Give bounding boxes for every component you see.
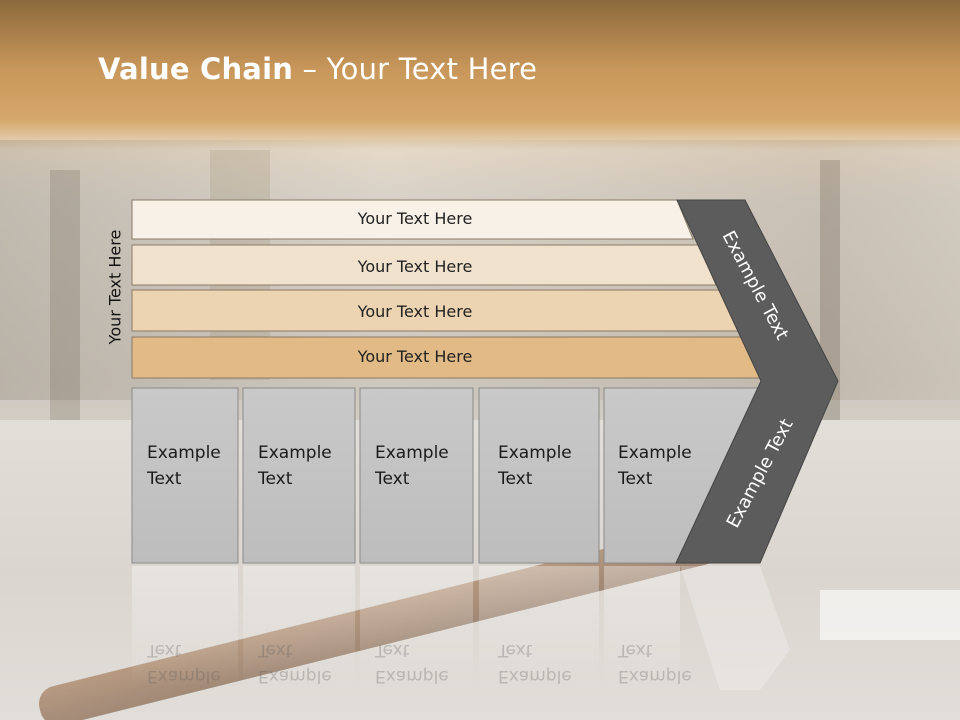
box-reflection — [479, 566, 599, 686]
box-text-4: Example Text — [483, 388, 599, 563]
box-text-line: Text — [375, 469, 410, 489]
row-label-3: Your Text Here — [357, 302, 473, 321]
box-text-line: Example — [618, 666, 692, 686]
row-label-1: Your Text Here — [357, 209, 473, 228]
activity-box-3 — [359, 387, 474, 564]
box-text-reflection: Example Text — [603, 566, 723, 686]
box-text-line: Example — [258, 666, 332, 686]
box-text-line: Text — [498, 469, 533, 489]
box-text-line: Text — [147, 640, 182, 660]
box-text-line: Example — [375, 666, 449, 686]
box-reflection — [132, 566, 238, 686]
chevron-arrow — [675, 199, 839, 564]
box-text-3: Example Text — [360, 388, 473, 563]
box-text-reflection: Example Text — [360, 566, 473, 686]
activity-box-2 — [242, 387, 356, 564]
box-text-2: Example Text — [243, 388, 355, 563]
box-text-1: Example Text — [132, 388, 238, 563]
chevron-reflection — [680, 566, 790, 690]
row-bar-1 — [131, 199, 694, 240]
box-text-line: Text — [258, 640, 293, 660]
box-text-line: Text — [498, 640, 533, 660]
box-text-5: Example Text — [603, 388, 723, 563]
box-reflection — [604, 566, 680, 686]
box-text-line: Example — [498, 666, 572, 686]
slide-title: Value Chain – Your Text Here — [98, 52, 537, 86]
box-text-line: Example — [618, 443, 692, 463]
box-text-line: Example — [147, 666, 221, 686]
box-text-line: Text — [375, 640, 410, 660]
activity-box-1 — [131, 387, 239, 564]
box-text-line: Example — [498, 443, 572, 463]
box-text-reflection: Example Text — [243, 566, 355, 686]
title-rest: – Your Text Here — [293, 52, 538, 86]
activity-box-4 — [478, 387, 600, 564]
box-text-line: Text — [618, 640, 653, 660]
box-text-line: Text — [147, 469, 182, 489]
box-text-reflection: Example Text — [483, 566, 599, 686]
box-text-line: Example — [147, 443, 221, 463]
box-text-line: Example — [258, 443, 332, 463]
row-label-4: Your Text Here — [357, 347, 473, 366]
box-reflection — [243, 566, 355, 686]
box-text-line: Text — [258, 469, 293, 489]
box-text-reflection: Example Text — [132, 566, 238, 686]
box-reflection — [360, 566, 473, 686]
title-bold: Value Chain — [98, 52, 294, 86]
row-label-2: Your Text Here — [357, 257, 473, 276]
box-text-line: Example — [375, 443, 449, 463]
box-text-line: Text — [618, 469, 653, 489]
